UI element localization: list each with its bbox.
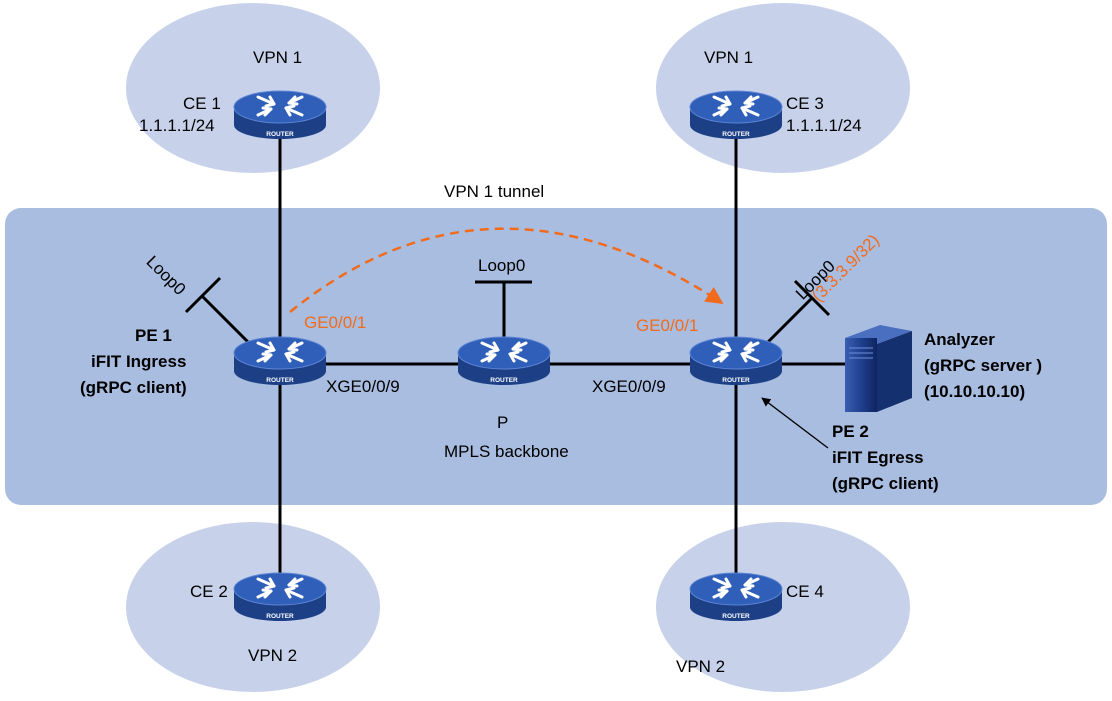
router-icon-ce2: ROUTER	[232, 571, 328, 623]
pe1-xge-interface: XGE0/0/9	[326, 377, 400, 396]
router-icon-pe1: ROUTER	[232, 335, 328, 387]
pe1-name-label: PE 1	[135, 326, 172, 345]
site-vpn1-ce3	[656, 3, 910, 173]
server-icon-analyzer	[845, 325, 912, 412]
ce4-name-label: CE 4	[786, 582, 824, 601]
svg-text:ROUTER: ROUTER	[266, 377, 294, 384]
router-icon-ce4: ROUTER	[688, 571, 784, 623]
mpls-backbone-label: MPLS backbone	[444, 442, 569, 461]
analyzer-role-label: (gRPC server )	[924, 356, 1043, 375]
pe1-loopback-stub	[200, 294, 250, 344]
router-icon-pe2: ROUTER	[688, 335, 784, 387]
router-icon-ce3: ROUTER	[688, 89, 784, 141]
tunnel-label: VPN 1 tunnel	[444, 182, 545, 201]
svg-text:ROUTER: ROUTER	[266, 613, 294, 620]
pe2-name-label: PE 2	[832, 422, 869, 441]
pe2-loopback-stub	[766, 296, 814, 344]
router-icon-ce1: ROUTER	[232, 89, 328, 141]
ce2-name-label: CE 2	[190, 582, 228, 601]
svg-text:ROUTER: ROUTER	[722, 613, 750, 620]
ce1-name-label: CE 1	[183, 94, 221, 113]
analyzer-name-label: Analyzer	[924, 330, 995, 349]
svg-text:ROUTER: ROUTER	[490, 377, 518, 384]
ce3-name-label: CE 3	[786, 94, 824, 113]
p-name-label: P	[497, 413, 509, 432]
ce4-vpn-label: VPN 2	[676, 657, 726, 676]
pe2-role-label: iFIT Egress	[832, 448, 924, 467]
pe1-ge-interface: GE0/0/1	[304, 313, 367, 332]
vpn1-tunnel-arrow	[289, 227, 724, 313]
pe2-xge-interface: XGE0/0/9	[592, 377, 666, 396]
pe2-loopback-bar	[793, 279, 831, 317]
pe2-pointer-arrow	[761, 397, 829, 449]
pe1-loopback-bar	[184, 276, 222, 314]
svg-text:ROUTER: ROUTER	[266, 131, 294, 138]
pe2-grpc-label: (gRPC client)	[832, 474, 939, 493]
ce3-address-label: 1.1.1.1/24	[786, 116, 862, 135]
analyzer-address-label: (10.10.10.10)	[924, 382, 1026, 401]
pe1-grpc-label: (gRPC client)	[80, 378, 187, 397]
site-vpn2-ce4	[656, 522, 910, 692]
router-icon-p: ROUTER	[456, 335, 552, 387]
pe1-role-label: iFIT Ingress	[91, 352, 187, 371]
pe2-ge-interface: GE0/0/1	[636, 316, 699, 335]
ce1-vpn-label: VPN 1	[253, 48, 303, 67]
p-loopback-label: Loop0	[478, 256, 526, 275]
svg-text:ROUTER: ROUTER	[722, 131, 750, 138]
svg-text:ROUTER: ROUTER	[722, 377, 750, 384]
site-vpn1-ce1	[126, 3, 380, 173]
ce3-vpn-label: VPN 1	[704, 48, 754, 67]
ce2-vpn-label: VPN 2	[248, 646, 298, 665]
ce1-address-label: 1.1.1.1/24	[139, 116, 215, 135]
